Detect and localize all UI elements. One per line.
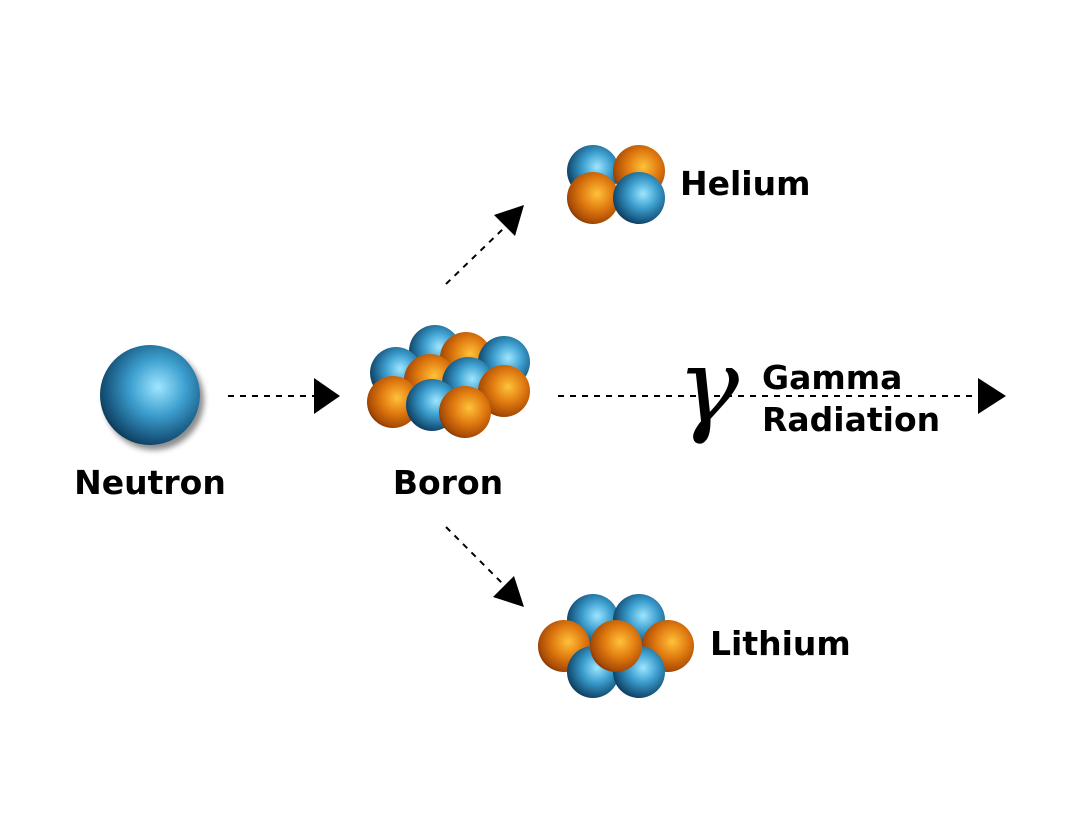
arrow-neutron-to-boron: [228, 378, 340, 414]
label-gamma: Gamma: [762, 358, 902, 397]
label-radiation: Radiation: [762, 400, 940, 439]
arrow-boron-to-helium: [445, 205, 524, 285]
lithium-nucleus: [538, 594, 694, 698]
gamma-symbol: γ: [677, 325, 740, 447]
helium-nucleus: [567, 145, 665, 224]
label-lithium: Lithium: [710, 624, 851, 663]
boron-nucleus: [367, 325, 530, 438]
arrow-gamma-radiation: [558, 378, 1006, 414]
label-neutron: Neutron: [74, 463, 226, 502]
arrow-boron-to-lithium: [445, 526, 524, 607]
neutron-particle: [100, 345, 200, 445]
label-helium: Helium: [680, 164, 811, 203]
label-boron: Boron: [393, 463, 503, 502]
